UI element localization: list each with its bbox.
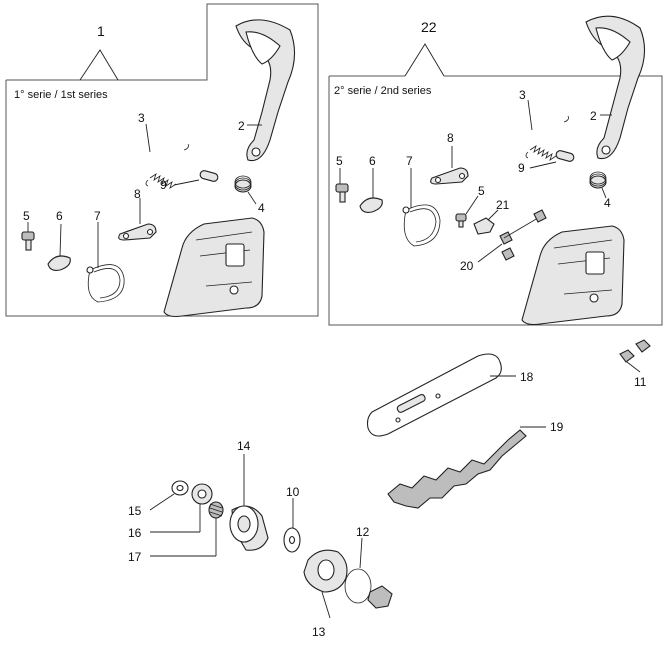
label-4-left: 4 [258, 201, 265, 215]
part-lever-left [118, 223, 157, 241]
label-5-right-a: 5 [336, 154, 343, 168]
label-13: 13 [312, 625, 326, 639]
part-21-block [473, 217, 495, 235]
label-2-right: 2 [590, 109, 597, 123]
part-spring-left [145, 143, 189, 189]
label-8-right: 8 [447, 131, 454, 145]
part-bearing-16 [191, 483, 213, 505]
label-19: 19 [550, 420, 564, 434]
label-20: 20 [460, 259, 474, 273]
label-3-right: 3 [519, 88, 526, 102]
label-16: 16 [128, 526, 142, 540]
part-pin-right [555, 150, 575, 162]
label-2-left: 2 [238, 119, 245, 133]
label-12: 12 [356, 525, 370, 539]
part-lever-right [430, 167, 469, 185]
label-14: 14 [237, 439, 251, 453]
label-9-right: 9 [518, 161, 525, 175]
part-band-left [86, 264, 125, 303]
label-11: 11 [634, 375, 647, 389]
part-saw-chain [387, 429, 527, 509]
label-10: 10 [286, 485, 300, 499]
group-box-second-series: 22 2° serie / 2nd series [328, 19, 663, 326]
label-18: 18 [520, 370, 534, 384]
label-5-left: 5 [23, 209, 30, 223]
part-screw-right-a [335, 183, 349, 203]
part-washer-15 [171, 480, 189, 496]
part-clutch-hub-13 [367, 585, 393, 609]
group-number-1: 1 [97, 23, 105, 39]
series-label-first: 1° serie / 1st series [14, 89, 108, 101]
part-coil-right [589, 171, 607, 189]
label-6-right: 6 [369, 154, 376, 168]
series-label-second: 2° serie / 2nd series [334, 85, 432, 97]
label-17: 17 [128, 550, 142, 564]
part-cap-right [359, 197, 383, 213]
part-pin-left [199, 170, 219, 182]
label-3-left: 3 [138, 111, 145, 125]
part-side-cover-right [521, 225, 625, 326]
part-20-pair [499, 209, 547, 261]
part-band-right [402, 204, 441, 247]
part-coil-left [234, 175, 252, 193]
part-cap-left [47, 255, 71, 271]
part-spring-right [525, 115, 569, 161]
part-side-cover-left [163, 217, 265, 318]
label-7-left: 7 [94, 209, 101, 223]
part-washer-10 [283, 527, 301, 553]
part-clutch-13 [303, 549, 348, 593]
part-nuts-11 [619, 339, 651, 363]
part-screw-right-b [455, 213, 467, 228]
label-7-right: 7 [406, 154, 413, 168]
group-number-22: 22 [421, 19, 437, 35]
part-spring-17 [208, 501, 224, 519]
label-9-left: 9 [160, 178, 167, 192]
label-21: 21 [496, 198, 510, 212]
part-ring-12 [344, 568, 372, 604]
label-6-left: 6 [56, 209, 63, 223]
part-screw-left [21, 231, 35, 251]
label-8-left: 8 [134, 187, 141, 201]
part-guide-bar [366, 353, 502, 437]
label-4-right: 4 [604, 196, 611, 210]
group-box-first-series: 1 1° serie / 1st series [5, 3, 319, 317]
part-handle-left [235, 19, 296, 162]
label-15: 15 [128, 504, 142, 518]
part-handle-right [585, 15, 646, 160]
part-clutch-drum-14 [229, 505, 269, 551]
label-5-right-b: 5 [478, 184, 485, 198]
